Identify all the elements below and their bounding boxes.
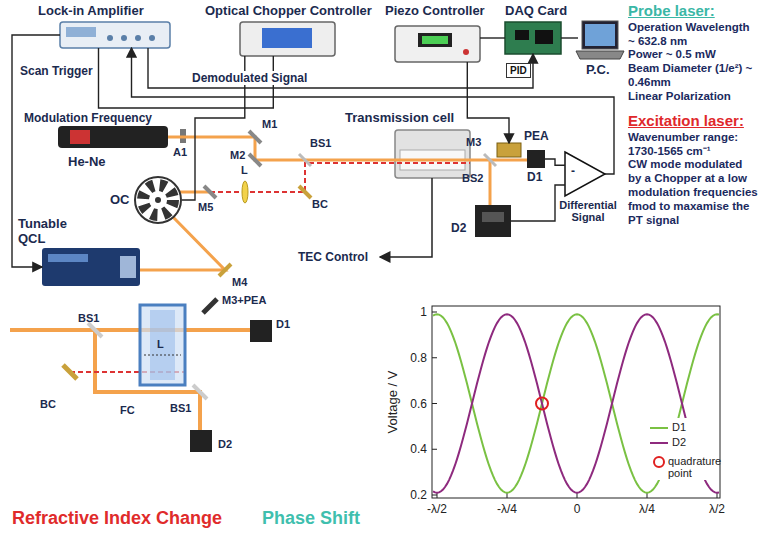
part-label: M5 (198, 201, 213, 213)
signal-wire (480, 37, 505, 38)
spec-line: Wavenumber range: 1730-1565 cm⁻¹ (628, 131, 758, 159)
signal-wire (148, 48, 533, 88)
node-label: Lock-in Amplifier (38, 3, 144, 18)
signal-label: Modulation Frequency (22, 111, 154, 125)
legend-label: quadrature point (668, 455, 716, 479)
tick-label: 0.2 (410, 488, 427, 502)
detector: D1 (527, 150, 545, 168)
probe-spec: Probe laser:Operation Wavelength ~ 632.8… (628, 2, 758, 104)
signal-wire (467, 62, 509, 143)
axis-title: Voltage / V (385, 371, 400, 434)
part-label: BC (40, 398, 56, 410)
signal-wire (561, 37, 578, 38)
node-label: Optical Chopper Controller (205, 3, 372, 18)
section-title: Excitation laser: (628, 112, 758, 131)
d2-curve (433, 314, 719, 492)
part-label: M4 (232, 276, 247, 288)
part-label: D2 (218, 438, 232, 450)
part-label: BC (312, 198, 328, 210)
tick-label: 0.4 (410, 442, 427, 456)
signal-label: Demodulated Signal (190, 71, 309, 85)
excitation-spec: Excitation laser:Wavenumber range: 1730-… (628, 112, 758, 227)
node-label: D2 (451, 221, 466, 235)
node-label: Piezo Controller (385, 3, 485, 18)
node-label: P.C. (586, 62, 610, 77)
section-title: Probe laser: (628, 2, 758, 21)
qcl-laser: Tunable QCL (42, 248, 140, 286)
node-label: He-Ne (68, 154, 106, 169)
node-label: Tunable QCL (18, 216, 80, 246)
piezo-controller: Piezo Controller (395, 26, 480, 62)
signal-wire (545, 159, 565, 165)
detector: D2 (475, 205, 511, 237)
tick-label: 0.6 (410, 397, 427, 411)
spec-line: Power ~ 0.5 mW (628, 48, 758, 62)
node-label: OC (110, 192, 130, 207)
signal-label: Scan Trigger (18, 64, 95, 78)
spec-line: CW mode modulated by a Chopper at a low … (628, 158, 758, 227)
legend-label: D2 (672, 436, 686, 448)
part-label: M2 (230, 149, 245, 161)
node-label: DAQ Card (505, 3, 567, 18)
chopper-controller: Optical Chopper Controller (240, 22, 335, 56)
optical-chopper: OC (134, 176, 182, 224)
tick-label: -λ/2 (427, 502, 447, 516)
spec-line: Operation Wavelength ~ 632.8 nm (628, 21, 758, 49)
tick-label: -λ/4 (497, 502, 517, 516)
tick-label: 0 (574, 502, 581, 516)
daq-card: DAQ Card (505, 22, 561, 54)
part-label: A1 (173, 146, 187, 158)
hene-laser: He-Ne (58, 126, 168, 148)
part-label: BS1 (310, 137, 331, 149)
transmission-cell: Transmission cell (395, 130, 470, 178)
caption-text: Phase Shift (262, 508, 360, 529)
part-label: PID (506, 63, 531, 78)
node-label: PEA (524, 129, 549, 143)
part-label: L (241, 164, 248, 176)
part-label: M3 (466, 136, 481, 148)
spec-line: Linear Polarization (628, 90, 758, 104)
part-label: BS2 (462, 172, 483, 184)
piezo-actuator: PEA (497, 143, 521, 157)
signal-wire (511, 185, 565, 221)
tick-label: λ/2 (709, 502, 725, 516)
part-label: BS1 (170, 402, 191, 414)
caption-text: Refractive Index Change (12, 508, 222, 529)
node-label: Transmission cell (345, 110, 454, 125)
part-label: M1 (262, 118, 277, 130)
node-caption: Differential Signal (557, 199, 619, 223)
tick-label: 0.8 (410, 351, 427, 365)
node-label: D1 (527, 170, 542, 184)
part-label: TEC Control (298, 250, 368, 264)
d1-curve (433, 314, 719, 492)
part-label: L (157, 338, 164, 350)
lock-in-amplifier: Lock-in Amplifier (60, 22, 170, 48)
part-label: BS1 (78, 312, 99, 324)
part-label: FC (120, 404, 135, 416)
tick-label: λ/4 (639, 502, 655, 516)
tick-label: 1 (420, 305, 427, 319)
node-label: - (571, 164, 575, 178)
differential-amplifier: -Differential Signal (565, 152, 605, 196)
part-label: M3+PEA (222, 294, 266, 306)
signal-wire (132, 48, 615, 174)
legend-label: D1 (672, 421, 686, 433)
spec-line: Beam Diameter (1/e²) ~ 0.46mm (628, 62, 758, 90)
part-label: D1 (276, 318, 290, 330)
computer: P.C. (578, 20, 622, 70)
